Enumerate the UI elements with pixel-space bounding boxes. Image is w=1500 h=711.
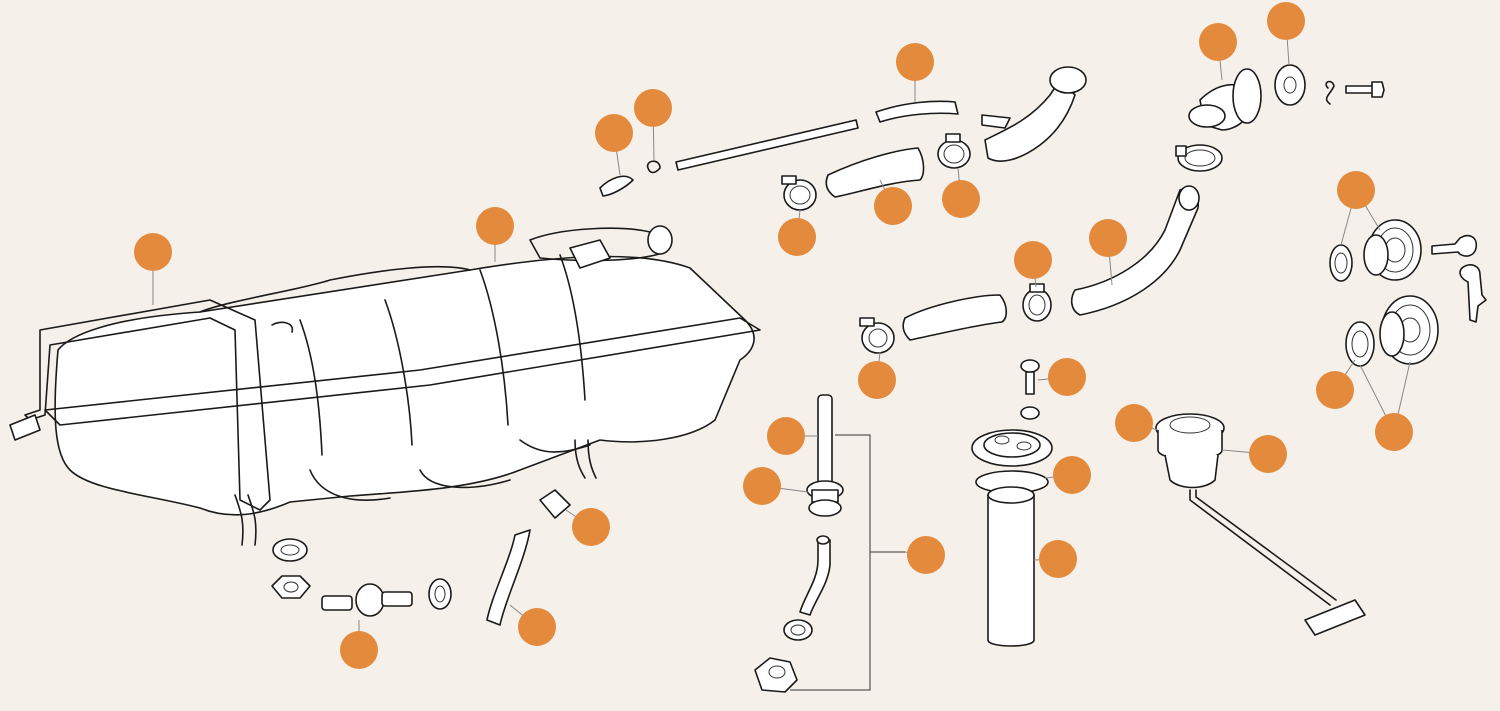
cap-seal-upper: [1329, 244, 1353, 282]
outlet-washer: [428, 578, 452, 610]
filler-neck: [981, 66, 1087, 162]
filler-hose: [825, 147, 925, 198]
sender-screw: [1020, 359, 1040, 395]
hotspot-4[interactable]: [518, 608, 556, 646]
hotspot-10[interactable]: [942, 180, 980, 218]
hotspot-23[interactable]: [1039, 540, 1077, 578]
locking-cap-upper: [1363, 219, 1422, 281]
hotspot-6[interactable]: [595, 114, 633, 152]
hook-clip: [1325, 80, 1335, 105]
hotspot-marker[interactable]: [1375, 413, 1413, 451]
level-sender: [1155, 413, 1366, 636]
hotspot-26[interactable]: [743, 467, 781, 505]
hotspot-marker[interactable]: [767, 417, 805, 455]
bolt: [1345, 81, 1385, 98]
hotspot-5[interactable]: [572, 508, 610, 546]
fuel-line-hose: [799, 539, 831, 616]
hotspot-marker[interactable]: [778, 218, 816, 256]
fuel-tank: [9, 225, 761, 546]
drain-plug-nut: [271, 575, 311, 599]
hotspot-19[interactable]: [1375, 413, 1413, 451]
hotspot-9[interactable]: [874, 187, 912, 225]
hotspot-marker[interactable]: [572, 508, 610, 546]
hotspot-marker[interactable]: [743, 467, 781, 505]
hotspot-marker[interactable]: [476, 207, 514, 245]
hotspot-marker[interactable]: [634, 89, 672, 127]
sender-tube: [987, 486, 1035, 647]
hotspot-layer: [134, 2, 1413, 669]
hotspot-14[interactable]: [1089, 219, 1127, 257]
hotspot-marker[interactable]: [1199, 23, 1237, 61]
bracket-line-fuel: [790, 434, 871, 691]
fuel-line-fitting: [806, 394, 844, 517]
hotspot-marker[interactable]: [874, 187, 912, 225]
fuel-hose-short: [486, 489, 571, 626]
hotspot-marker[interactable]: [595, 114, 633, 152]
neck-clamp: [937, 133, 971, 169]
vent-pipe: [675, 119, 859, 171]
hotspot-17[interactable]: [1337, 171, 1375, 209]
hotspot-marker[interactable]: [1267, 2, 1305, 40]
hotspot-20[interactable]: [1249, 435, 1287, 473]
hotspot-marker[interactable]: [1316, 371, 1354, 409]
hotspot-marker[interactable]: [1115, 404, 1153, 442]
hotspot-8[interactable]: [896, 43, 934, 81]
hotspot-22[interactable]: [1053, 456, 1091, 494]
hotspot-13[interactable]: [1267, 2, 1305, 40]
hose-clamp: [781, 175, 817, 211]
hotspot-marker[interactable]: [1039, 540, 1077, 578]
filler-neck-elbow: [1188, 68, 1262, 131]
line-nut: [754, 657, 798, 693]
hotspot-1[interactable]: [134, 233, 172, 271]
hotspot-24[interactable]: [1048, 358, 1086, 396]
hotspot-2[interactable]: [476, 207, 514, 245]
hotspot-marker[interactable]: [1249, 435, 1287, 473]
sender-washer: [1020, 406, 1040, 420]
clamp-lower-left: [1022, 283, 1052, 322]
hotspot-marker[interactable]: [1014, 241, 1052, 279]
hotspot-7[interactable]: [634, 89, 672, 127]
line-washer: [783, 619, 813, 641]
hotspot-27[interactable]: [907, 536, 945, 574]
hotspot-18[interactable]: [1316, 371, 1354, 409]
hose-clamp-lower: [859, 317, 895, 354]
hotspot-marker[interactable]: [1089, 219, 1127, 257]
hotspot-marker[interactable]: [1048, 358, 1086, 396]
filler-hose-lower: [1070, 188, 1200, 316]
vent-hose-upper: [875, 100, 959, 123]
hotspot-11[interactable]: [778, 218, 816, 256]
vent-clip: [646, 160, 661, 174]
clamp-lower: [1175, 144, 1223, 172]
cap-seal-lower: [1345, 321, 1375, 367]
hotspot-15[interactable]: [1014, 241, 1052, 279]
locking-cap-lower: [1379, 295, 1439, 365]
hotspot-marker[interactable]: [518, 608, 556, 646]
fuel-outlet-fitting: [321, 583, 413, 617]
hose-lower: [902, 294, 1008, 341]
fuel-sender: [971, 429, 1053, 467]
hotspot-marker[interactable]: [340, 631, 378, 669]
hotspot-marker[interactable]: [1053, 456, 1091, 494]
cap-key: [1431, 234, 1487, 323]
hotspot-marker[interactable]: [942, 180, 980, 218]
hotspot-3[interactable]: [340, 631, 378, 669]
hotspot-marker[interactable]: [907, 536, 945, 574]
hotspot-marker[interactable]: [858, 361, 896, 399]
hotspot-12[interactable]: [1199, 23, 1237, 61]
hotspot-marker[interactable]: [134, 233, 172, 271]
hotspot-25[interactable]: [767, 417, 805, 455]
hotspot-marker[interactable]: [1337, 171, 1375, 209]
hotspot-16[interactable]: [858, 361, 896, 399]
hotspot-21[interactable]: [1115, 404, 1153, 442]
hose-elbow: [599, 175, 634, 197]
cap-flange: [1274, 64, 1306, 106]
hotspot-marker[interactable]: [896, 43, 934, 81]
drain-plug-seal: [272, 538, 308, 562]
